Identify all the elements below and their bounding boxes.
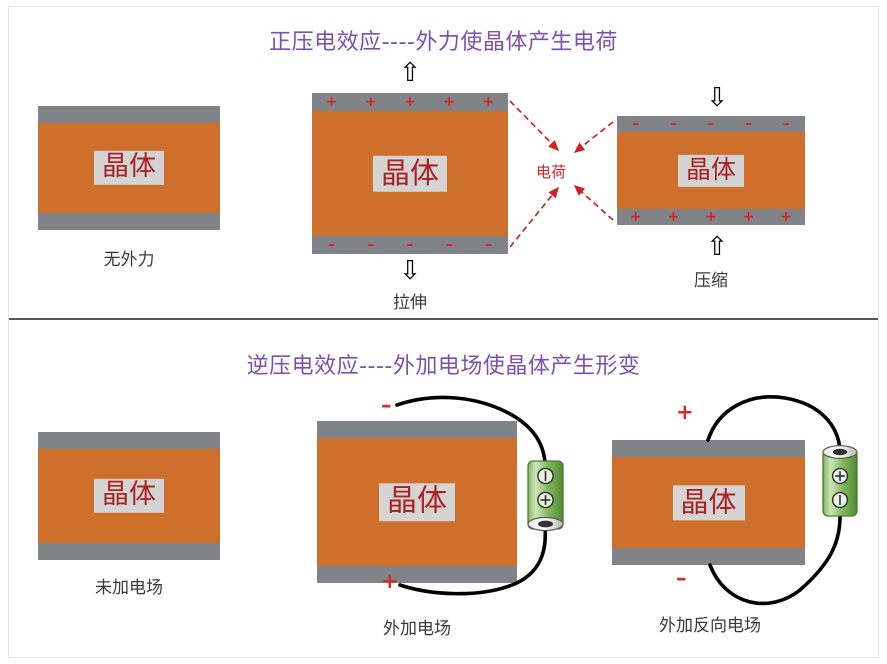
bottom-panel-title: 逆压电效应----外加电场使晶体产生形变 — [246, 354, 641, 379]
crystal-block-tension: +++++ ––––– 晶体 — [312, 93, 508, 254]
crystal-block-no-force: 晶体 — [38, 106, 220, 230]
crystal-label: 晶体 — [379, 483, 455, 521]
electrode-bottom — [617, 209, 805, 225]
crystal-block-applied-field: 晶体 — [317, 421, 517, 583]
electrode-top — [38, 106, 220, 123]
caption-applied-field: 外加电场 — [383, 619, 451, 639]
electrode-top — [312, 93, 508, 111]
crystal-label: 晶体 — [372, 155, 448, 192]
caption-reversed-field: 外加反向电场 — [659, 616, 761, 636]
force-arrow-down-tension: ⇩ — [399, 256, 421, 286]
top-panel-title: 正压电效应----外力使晶体产生电荷 — [269, 30, 618, 55]
electrode-bottom — [38, 543, 220, 560]
crystal-block-reversed-field: 晶体 — [612, 440, 805, 565]
crystal-block-compression: ––––– +++++ 晶体 — [617, 116, 805, 225]
panel-divider — [9, 318, 878, 320]
crystal-block-no-field: 晶体 — [38, 432, 220, 560]
caption-tension: 拉伸 — [393, 293, 427, 313]
polarity-top-positive: + — [676, 400, 694, 424]
crystal-label: 晶体 — [672, 484, 745, 521]
caption-compression: 压缩 — [694, 271, 728, 291]
crystal-label: 晶体 — [677, 154, 745, 187]
force-arrow-up-compression: ⇧ — [706, 232, 728, 262]
electrode-top — [612, 440, 805, 457]
crystal-label: 晶体 — [94, 150, 164, 186]
force-arrow-up-tension: ⇧ — [399, 58, 421, 88]
electrode-bottom — [312, 236, 508, 254]
electrode-top — [38, 432, 220, 449]
electrode-top — [317, 421, 517, 438]
electrode-bottom — [317, 566, 517, 583]
electrode-top — [617, 116, 805, 132]
caption-no-field: 未加电场 — [95, 578, 163, 598]
charge-label-text: 电荷 — [536, 163, 567, 181]
electrode-bottom — [612, 548, 805, 565]
caption-no-force: 无外力 — [103, 250, 155, 270]
polarity-bottom-positive: + — [381, 569, 399, 593]
polarity-top-negative: – — [381, 393, 392, 417]
electrode-bottom — [38, 213, 220, 230]
polarity-bottom-negative: – — [676, 566, 687, 590]
force-arrow-down-compression: ⇩ — [706, 83, 728, 113]
crystal-label: 晶体 — [94, 478, 164, 514]
